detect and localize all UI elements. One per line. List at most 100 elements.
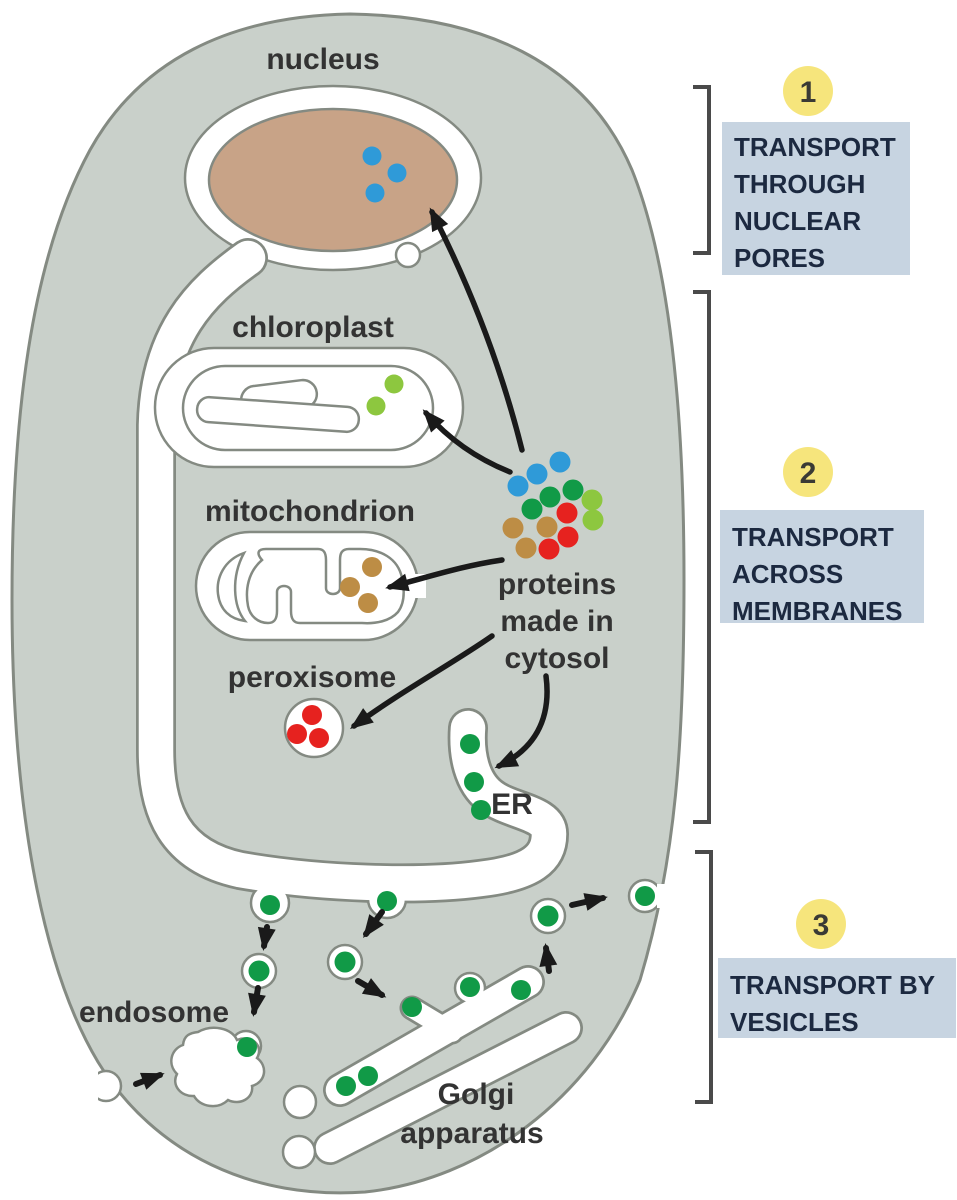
er-protein-dot [464, 772, 484, 792]
section-2-line: ACROSS [732, 559, 843, 589]
section-2-badge [783, 447, 833, 497]
section-3-badge [796, 899, 846, 949]
thylakoid [195, 395, 361, 434]
section-2-number: 2 [800, 457, 817, 490]
mitochondrion-label: mitochondrion [205, 495, 415, 528]
protein-dot-red [538, 538, 560, 560]
section-1-bracket [693, 85, 711, 255]
chloroplast-protein-dot [384, 374, 404, 394]
section-1-line: TRANSPORT [734, 132, 896, 162]
section-3-line: TRANSPORT BY [730, 970, 935, 1000]
transport-vesicle-empty [281, 1134, 317, 1170]
nuclear-protein-dot [362, 146, 382, 166]
peroxisome-organelle [283, 697, 345, 759]
proteins-label-line3: cytosol [504, 642, 609, 675]
mitochondrion-crista [216, 550, 248, 623]
section-3-bracket [695, 850, 713, 1104]
mitochondrial-protein-dot [362, 557, 382, 577]
golgi-apparatus [281, 965, 583, 1170]
section-3-line: VESICLES [730, 1007, 859, 1037]
arrow-vesicle-down [363, 909, 385, 939]
cargo-dot [248, 960, 270, 982]
mitochondrion-organelle [194, 530, 426, 642]
section-1-box [722, 122, 910, 275]
transport-arrows [133, 207, 608, 1090]
arrow-to-er [494, 673, 550, 769]
cargo-dot [358, 1066, 378, 1086]
chloroplast-organelle [153, 346, 465, 469]
section-1-line: THROUGH [734, 169, 865, 199]
protein-dot-blue [507, 475, 529, 497]
section-2-box [720, 510, 924, 623]
arrow-to-chloroplast [422, 409, 513, 475]
er-protein-dot [471, 800, 491, 820]
protein-cluster [502, 451, 604, 560]
cargo-dot [237, 1037, 257, 1057]
chloroplast-inner-membrane [181, 364, 435, 452]
nuclear-pore-pocket [394, 241, 422, 269]
cargo-dot [377, 891, 397, 911]
membrane-opening [82, 1068, 98, 1102]
protein-dot-lightgreen [582, 509, 604, 531]
chloroplast-protein-dot [366, 396, 386, 416]
section-1-line: PORES [734, 243, 825, 273]
er-label: ER [491, 788, 533, 821]
mitochondrial-protein-dot [358, 593, 378, 613]
proteins-label-line2: made in [500, 605, 613, 638]
cargo-dot [635, 886, 655, 906]
cargo-dot [402, 997, 422, 1017]
arrow-to-peroxisome [349, 633, 495, 729]
peroxisomal-protein-dot [309, 728, 329, 748]
peroxisomal-protein-dot [287, 724, 307, 744]
membrane-opening [657, 884, 673, 908]
protein-dot-brown [536, 516, 558, 538]
protein-dot-blue [526, 463, 548, 485]
protein-dot-brown [515, 537, 537, 559]
protein-dot-lightgreen [581, 489, 603, 511]
mitochondrion-inner-membrane [245, 547, 405, 625]
chloroplast-label: chloroplast [232, 311, 394, 344]
legend-column: 1 TRANSPORT THROUGH NUCLEAR PORES 2 TRAN… [693, 66, 956, 1104]
arrow-vesicle-to-membrane [569, 893, 608, 911]
protein-dot-green [521, 498, 543, 520]
protein-dot-red [556, 502, 578, 524]
nucleus-label: nucleus [266, 43, 379, 76]
er-protein-dot [460, 734, 480, 754]
cargo-dot [460, 977, 480, 997]
protein-dot-brown [502, 517, 524, 539]
section-3-box [718, 958, 956, 1038]
proteins-label-line1: proteins [498, 568, 616, 601]
transport-vesicles [240, 878, 673, 990]
cargo-dot [260, 895, 280, 915]
section-3-number: 3 [813, 909, 830, 942]
cargo-dot [336, 1076, 356, 1096]
endocytosis-notch [82, 1068, 123, 1103]
protein-dot-red [557, 526, 579, 548]
endosome-organelle [170, 1026, 266, 1108]
golgi-label-line2: apparatus [400, 1117, 543, 1150]
peroxisomal-protein-dot [302, 705, 322, 725]
section-1-badge [783, 66, 833, 116]
protein-dot-green [539, 486, 561, 508]
nucleus-body [207, 107, 459, 253]
cargo-dot [537, 905, 559, 927]
cargo-dot [334, 951, 356, 973]
arrow-vesicle-to-endosome [248, 985, 266, 1017]
section-2-line: MEMBRANES [732, 596, 902, 626]
arrow-endocytosis [133, 1072, 165, 1090]
nuclear-protein-dot [387, 163, 407, 183]
golgi-label-line1: Golgi [438, 1078, 515, 1111]
section-1-number: 1 [800, 76, 817, 109]
nuclear-protein-dot [365, 183, 385, 203]
transport-vesicle-empty [282, 1084, 318, 1120]
arrow-vesicle-down [257, 924, 276, 951]
section-2-bracket [693, 290, 711, 824]
arrow-to-nucleus [429, 207, 525, 453]
cargo-dot [511, 980, 531, 1000]
section-2-line: TRANSPORT [732, 522, 894, 552]
endosome-label: endosome [79, 996, 229, 1029]
protein-dot-green [562, 479, 584, 501]
arrow-vesicle-up [539, 943, 558, 974]
